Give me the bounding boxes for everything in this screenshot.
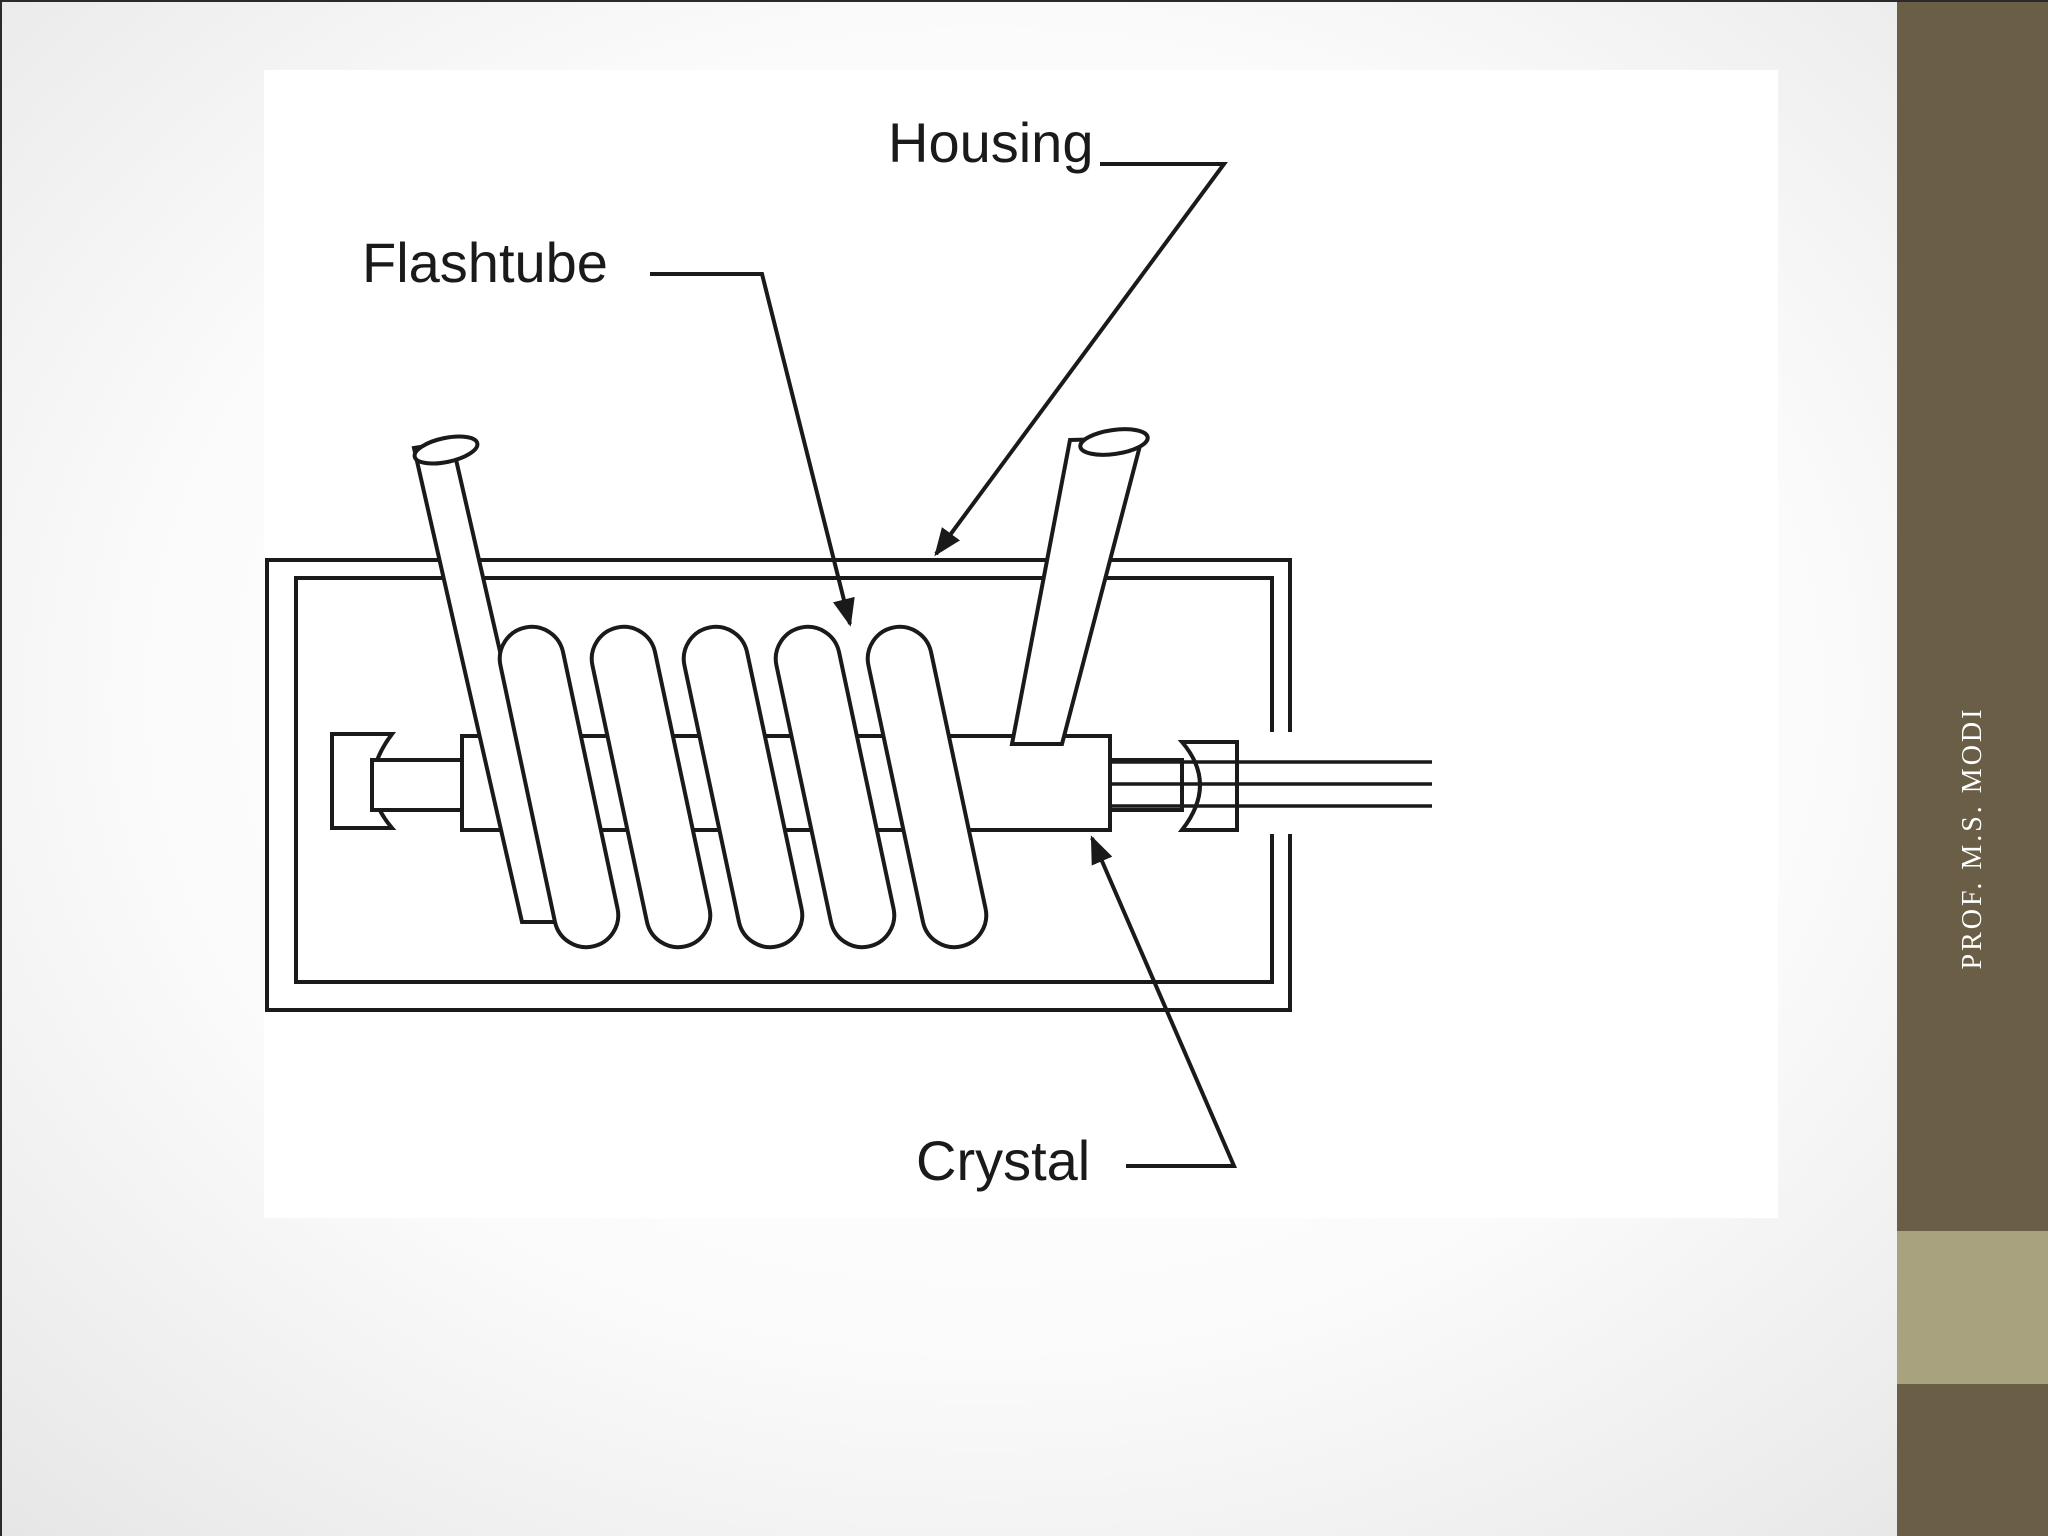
crystal-label: Crystal <box>916 1129 1090 1192</box>
flashtube-coil-2 <box>589 624 713 950</box>
output-beam <box>1110 760 1432 808</box>
flashtube-coil-3 <box>681 624 805 950</box>
laser-diagram: Housing Flashtube Crystal <box>265 111 1432 1192</box>
flashtube-label: Flashtube <box>362 231 608 294</box>
housing-leader <box>934 162 1228 557</box>
crystal-leader <box>1090 835 1238 1168</box>
flashtube-coils <box>497 624 989 950</box>
side-band: PROF. M.S. MODI <box>1897 2 2048 1536</box>
flashtube-left-lead-end <box>412 434 480 466</box>
housing-label: Housing <box>888 111 1093 174</box>
right-mirror <box>1177 740 1239 832</box>
flashtube-right-lead-end <box>1078 427 1150 457</box>
side-band-accent <box>1897 1231 2048 1384</box>
housing-inner-wall <box>294 576 1274 984</box>
flashtube-coil-5 <box>865 624 989 950</box>
flashtube-coil-1 <box>497 624 621 950</box>
flashtube-leader <box>650 272 855 627</box>
flashtube-coil-4 <box>773 624 897 950</box>
housing-outer-wall <box>265 558 1292 1012</box>
author-credit: PROF. M.S. MODI <box>1957 706 1988 970</box>
flashtube-right-lead <box>1009 435 1145 746</box>
